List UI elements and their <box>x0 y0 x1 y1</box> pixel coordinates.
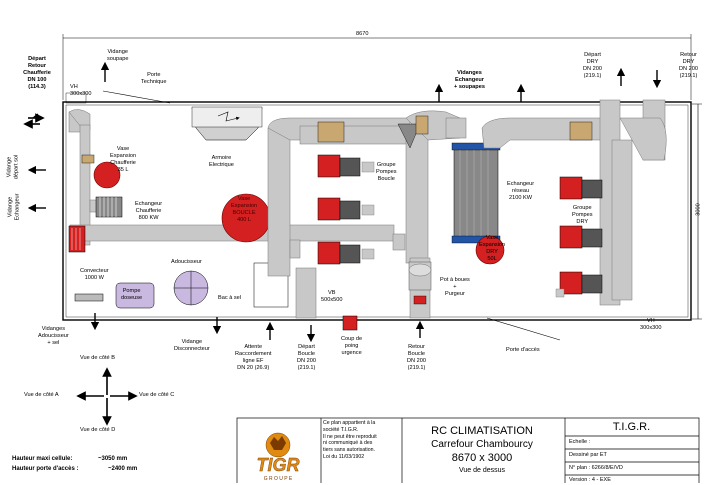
label-vue-c: Vue de côté C <box>139 392 175 398</box>
title-site: Carrefour Chambourcy <box>431 439 533 450</box>
label-vue-a: Vue de côté A <box>24 392 59 398</box>
porte-technique-line <box>102 90 171 104</box>
note-hauteur-porte-label: Hauteur porte d'accès : <box>12 466 79 472</box>
coup-de-poing-box <box>342 315 358 331</box>
vh-left-box <box>65 92 87 104</box>
valve-dry <box>569 121 593 141</box>
note-hauteur-maxi-value: ~3050 mm <box>98 456 128 462</box>
svg-text:TIGR: TIGR <box>257 455 300 475</box>
pompes-boucle <box>317 154 375 265</box>
label-pot-a-boues: Pot à boues+Purgeur <box>440 277 470 297</box>
label-adoucisseur: Adoucisseur <box>171 259 202 265</box>
echangeur-reseau <box>451 142 501 244</box>
title-block-frame <box>236 417 700 483</box>
pot-a-boues <box>408 261 432 305</box>
dimension-right-label: 3000 <box>695 203 702 216</box>
title-firm: T.I.G.R. <box>612 421 651 433</box>
container-outline <box>62 101 692 321</box>
label-vue-d: Vue de côté D <box>80 427 116 433</box>
armoire-electrique <box>191 106 263 141</box>
note-hauteur-porte-value: ~2400 mm <box>108 466 138 472</box>
top-dimension-line <box>62 34 692 100</box>
pompes-dry <box>555 176 603 298</box>
convecteur <box>74 293 104 302</box>
title-size: 8670 x 3000 <box>451 452 513 464</box>
echangeur-chaufferie <box>95 196 123 218</box>
label-vue-b: Vue de côté B <box>80 355 115 361</box>
right-dimension-line <box>692 103 702 320</box>
pompe-doseuse <box>115 282 155 309</box>
title-view: Vue de dessus <box>458 467 506 474</box>
note-hauteur-maxi-label: Hauteur maxi cellule: <box>12 456 73 462</box>
title-plan: N° plan : 6266/8/E/VD <box>569 465 623 471</box>
view-compass <box>76 367 138 426</box>
svg-text:G R O U P E: G R O U P E <box>264 476 293 482</box>
tigr-logo: TIGR G R O U P E <box>256 432 300 482</box>
title-block-main: RC CLIMATISATION Carrefour Chambourcy 86… <box>402 425 562 475</box>
filtre-boucle <box>397 123 421 149</box>
flow-arrows <box>27 61 662 343</box>
valve-boucle-top <box>317 121 345 143</box>
vase-expansion-chaufferie <box>93 161 121 189</box>
title-version: Version : 4 - EXE <box>569 477 611 483</box>
title-block-right: T.I.G.R. Echelle : Dessiné par ET N° pla… <box>566 419 697 485</box>
title-echelle: Echelle : <box>569 439 591 445</box>
porte-acces-line <box>486 317 561 341</box>
vanne-gauche <box>68 225 86 253</box>
adoucisseur <box>173 270 209 306</box>
dimension-top-label: 8670 <box>356 31 369 37</box>
vase-expansion-dry <box>475 235 505 265</box>
label-bac-a-sel: Bac à sel <box>218 295 242 301</box>
title-dessine: Dessiné par ET <box>569 452 607 458</box>
label-porte-acces: Porte d'accès <box>506 347 540 353</box>
double-arrow-chaufferie <box>23 113 45 129</box>
title-company: RC CLIMATISATION <box>431 425 533 437</box>
valve-chaufferie <box>81 154 95 164</box>
